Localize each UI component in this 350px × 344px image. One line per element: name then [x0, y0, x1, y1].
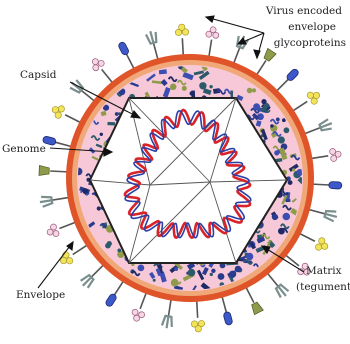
label-capsid: Capsid: [20, 69, 57, 81]
label-matrix-line1: Matrix: [306, 265, 342, 277]
yellow-flower-icon: [175, 24, 190, 59]
label-glycoproteins-line2: envelope: [288, 21, 336, 33]
yellow-flower-icon: [190, 297, 205, 332]
label-genome: Genome: [2, 143, 46, 155]
label-glycoproteins-line1: Virus encoded: [265, 5, 342, 17]
blue-lollipop-icon: [310, 181, 342, 190]
label-envelope: Envelope: [16, 289, 65, 301]
olive-cup-icon: [39, 165, 70, 177]
label-matrix-line2: (tegument): [296, 281, 350, 293]
label-glycoproteins-line3: glycoproteins: [274, 37, 346, 49]
